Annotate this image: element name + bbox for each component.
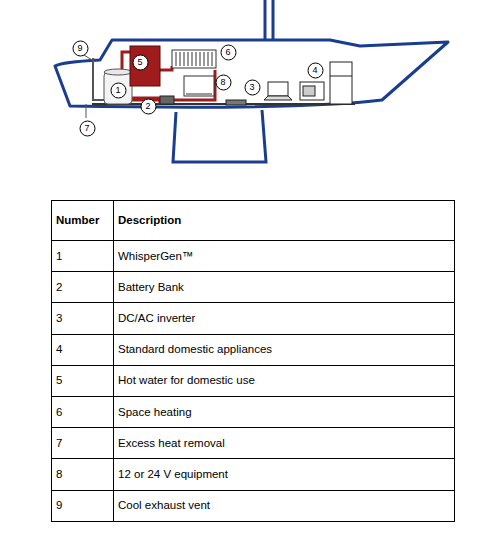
table-cell: 9 — [56, 499, 62, 511]
mast — [264, 0, 267, 40]
monitor-base — [186, 94, 212, 95]
row-line — [52, 458, 455, 459]
radiator-fins — [176, 52, 212, 66]
table-cell: 1 — [56, 250, 62, 262]
callout-ring — [216, 75, 231, 90]
callout-circle: 1 — [110, 82, 127, 99]
table-cell: Standard domestic appliances — [118, 343, 272, 355]
callout-ring — [141, 99, 156, 114]
floor — [92, 103, 355, 105]
radiator-fin — [188, 52, 189, 66]
fridge-door — [330, 76, 352, 77]
inverter — [226, 100, 246, 105]
callout-number: 6 — [220, 44, 237, 61]
radiator-fin — [192, 52, 193, 66]
table-cell: Excess heat removal — [118, 437, 225, 449]
row-line — [52, 271, 455, 272]
battery — [160, 96, 174, 104]
table-cell: 2 — [56, 281, 62, 293]
mast — [272, 0, 275, 40]
laptop-base — [264, 96, 292, 100]
callout-circle: 7 — [79, 120, 96, 137]
callout-ring — [308, 63, 323, 78]
row-line — [52, 302, 455, 303]
hot-water-tank — [130, 46, 160, 86]
callout-number: 9 — [72, 40, 89, 57]
callout-number: 5 — [132, 54, 149, 71]
callout-number: 7 — [79, 120, 96, 137]
whispergen-top — [104, 69, 132, 75]
callout-ring — [245, 80, 260, 95]
callout-ring — [80, 121, 95, 136]
row-line — [52, 240, 455, 241]
table-row-lines — [52, 241, 455, 491]
callout-number: 2 — [140, 98, 157, 115]
callout-circle: 8 — [215, 74, 232, 91]
radiator-fin — [208, 52, 209, 66]
radiator-fin — [200, 52, 201, 66]
radiator-fin — [176, 52, 177, 66]
radiator — [172, 50, 216, 68]
leader-line — [84, 55, 92, 60]
table-cell: 7 — [56, 437, 62, 449]
table-cell: Battery Bank — [118, 281, 184, 293]
callout-ring — [73, 41, 88, 56]
callout-circle: 4 — [307, 62, 324, 79]
callout-circle: 6 — [220, 44, 237, 61]
row-line — [52, 396, 455, 397]
radiator-fin — [180, 52, 181, 66]
table-cell: 6 — [56, 406, 62, 418]
row-line — [52, 490, 455, 491]
fridge — [330, 62, 352, 104]
table-grid — [52, 201, 455, 522]
table-cell: 4 — [56, 343, 62, 355]
whispergen-unit — [104, 72, 132, 104]
radiator-fin — [204, 52, 205, 66]
callout-circle: 9 — [72, 40, 89, 57]
callout-circle: 5 — [132, 54, 149, 71]
table-cell: 8 — [56, 468, 62, 480]
microwave-door — [303, 86, 315, 96]
row-line — [52, 427, 455, 428]
radiator-fin — [196, 52, 197, 66]
callout-ring — [111, 83, 126, 98]
callout-circle: 3 — [244, 79, 261, 96]
callout-circle: 2 — [140, 98, 157, 115]
hull-outline — [55, 40, 448, 107]
callout-ring — [221, 45, 236, 60]
table-cell: 12 or 24 V equipment — [118, 468, 228, 480]
radiator-fin — [184, 52, 185, 66]
table-cell: DC/AC inverter — [118, 312, 195, 324]
table-cell: Cool exhaust vent — [118, 499, 210, 511]
table-cell: Space heating — [118, 406, 192, 418]
row-line — [52, 334, 455, 335]
radiator-fin — [212, 52, 213, 66]
table-header: Number — [56, 214, 99, 226]
row-line — [52, 365, 455, 366]
table-cell: 3 — [56, 312, 62, 324]
callout-number: 1 — [110, 82, 127, 99]
callout-number: 4 — [307, 62, 324, 79]
exhaust-pipe — [93, 58, 105, 100]
leader-line — [86, 104, 87, 118]
table-header: Description — [118, 214, 181, 226]
laptop — [268, 82, 288, 96]
table-cell: WhisperGen™ — [118, 250, 193, 262]
monitor — [184, 76, 214, 96]
keel — [173, 110, 266, 162]
callout-number: 3 — [244, 79, 261, 96]
callout-number: 8 — [215, 74, 232, 91]
microwave — [300, 82, 324, 100]
table-cell: 5 — [56, 374, 62, 386]
table-cell: Hot water for domestic use — [118, 374, 255, 386]
callout-ring — [133, 55, 148, 70]
